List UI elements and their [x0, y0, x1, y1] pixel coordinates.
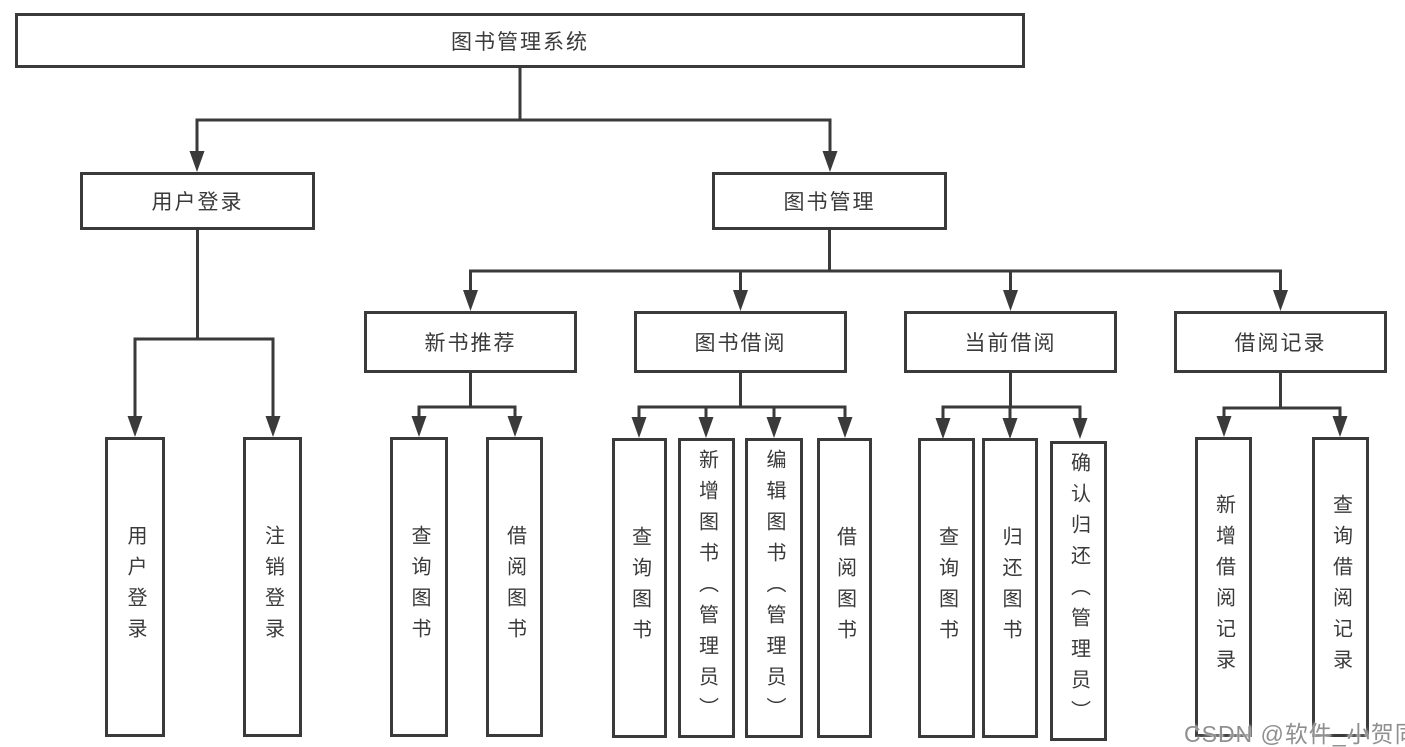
arrow-down-icon — [1332, 416, 1348, 437]
leaf-cb-query-books: 查询图书 — [918, 438, 975, 738]
leaf-bb-query-books: 查询图书 — [612, 438, 667, 738]
leaf-br-add-record: 新增借阅记录 — [1195, 437, 1252, 737]
node-root: 图书管理系统 — [15, 13, 1025, 68]
node-new-book-recommend: 新书推荐 — [364, 311, 577, 373]
node-book-borrowing: 图书借阅 — [634, 311, 847, 373]
leaf-cb-confirm-return-admin: 确认归还（管理员） — [1050, 441, 1107, 741]
arrow-down-icon — [822, 151, 838, 172]
arrow-down-icon — [698, 417, 714, 438]
leaf-user-login: 用户登录 — [105, 437, 165, 737]
leaf-br-query-record: 查询借阅记录 — [1312, 437, 1369, 737]
node-borrow-records-label: 借阅记录 — [1234, 332, 1327, 355]
arrow-down-icon — [411, 416, 427, 437]
leaf-br-add-record-label: 新增借阅记录 — [1212, 494, 1235, 680]
leaf-cb-query-books-label: 查询图书 — [935, 526, 958, 650]
leaf-logout-label: 注销登录 — [261, 525, 284, 649]
leaf-nbr-query-books-label: 查询图书 — [408, 525, 430, 649]
arrow-down-icon — [265, 416, 281, 437]
leaf-logout: 注销登录 — [243, 437, 302, 737]
leaf-bb-add-books-admin: 新增图书（管理员） — [678, 438, 735, 738]
arrow-down-icon — [507, 416, 523, 437]
connector-user-login-to-leaves — [133, 230, 275, 420]
node-new-book-recommend-label: 新书推荐 — [424, 332, 517, 355]
leaf-bb-edit-books-admin-label: 编辑图书（管理员） — [763, 448, 785, 728]
leaf-bb-borrow-books-label: 借阅图书 — [833, 526, 856, 650]
leaf-user-login-label: 用户登录 — [124, 525, 146, 649]
connector-borrow-records-to-leaves — [1222, 373, 1342, 420]
arrow-down-icon — [127, 416, 143, 437]
arrow-down-icon — [1273, 290, 1288, 311]
leaf-cb-return-books: 归还图书 — [982, 438, 1038, 738]
node-root-label: 图书管理系统 — [451, 30, 589, 54]
arrow-down-icon — [733, 290, 748, 311]
arrow-down-icon — [837, 417, 853, 438]
node-user-login-label: 用户登录 — [151, 191, 244, 214]
leaf-nbr-borrow-books: 借阅图书 — [486, 437, 543, 737]
leaf-cb-return-books-label: 归还图书 — [999, 526, 1021, 650]
arrow-down-icon — [766, 417, 782, 438]
leaf-nbr-borrow-books-label: 借阅图书 — [503, 525, 526, 649]
node-book-management-label: 图书管理 — [783, 191, 876, 214]
leaf-bb-query-books-label: 查询图书 — [628, 526, 651, 650]
leaf-nbr-query-books: 查询图书 — [390, 437, 448, 737]
arrow-down-icon — [463, 290, 478, 311]
arrow-down-icon — [1002, 418, 1018, 439]
connector-stems — [133, 68, 1342, 422]
leaf-bb-borrow-books: 借阅图书 — [817, 438, 872, 738]
arrow-down-icon — [1216, 416, 1232, 437]
arrow-down-icon — [935, 418, 951, 439]
leaf-bb-edit-books-admin: 编辑图书（管理员） — [745, 438, 803, 738]
node-current-borrowing: 当前借阅 — [904, 311, 1117, 373]
connector-book-borrow-to-leaves — [637, 373, 847, 421]
arrow-down-icon — [189, 151, 205, 172]
node-current-borrowing-label: 当前借阅 — [964, 332, 1057, 355]
watermark: CSDN @软件_小贺同学 — [1184, 721, 1405, 747]
connector-current-borrow-to-leaves — [941, 373, 1082, 422]
arrow-down-icon — [1003, 290, 1018, 311]
arrow-down-icons — [127, 151, 1348, 439]
connector-book-mgmt-to-level3 — [469, 230, 1282, 294]
arrow-down-icon — [1072, 418, 1088, 439]
leaf-br-query-record-label: 查询借阅记录 — [1329, 494, 1352, 680]
arrow-down-icon — [631, 417, 647, 438]
leaf-cb-confirm-return-admin-label: 确认归还（管理员） — [1067, 451, 1090, 731]
node-user-login: 用户登录 — [80, 172, 315, 230]
node-book-borrowing-label: 图书借阅 — [694, 332, 787, 355]
leaf-bb-add-books-admin-label: 新增图书（管理员） — [695, 448, 718, 728]
node-borrow-records: 借阅记录 — [1174, 311, 1387, 373]
connector-new-book-rec-to-leaves — [417, 373, 517, 420]
connector-root-to-level2 — [195, 68, 832, 155]
node-book-management: 图书管理 — [712, 172, 947, 230]
